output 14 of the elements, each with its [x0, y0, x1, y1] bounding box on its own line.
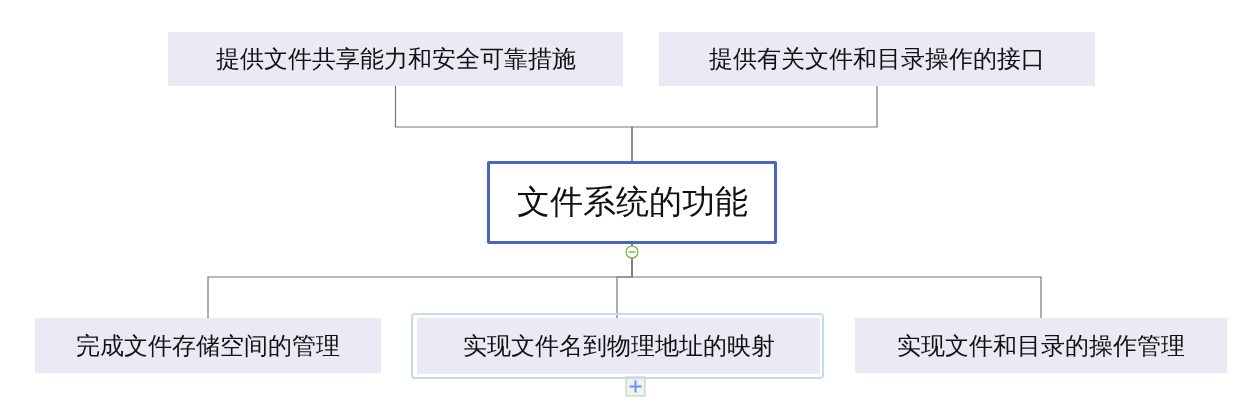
topic-text: 提供文件共享能力和安全可靠措施: [215, 44, 576, 75]
topic-text: 文件系统的功能: [516, 181, 748, 223]
topic-text: 完成文件存储空间的管理: [76, 330, 340, 362]
central-topic-box: [487, 161, 777, 244]
topic-box: [855, 318, 1227, 373]
topic-text: 实现文件名到物理地址的映射: [462, 331, 775, 362]
connector-line: [631, 85, 878, 162]
topic-box: [168, 32, 623, 86]
topic-text: 实现文件和目录的操作管理: [897, 330, 1185, 362]
topic-text: 提供有关文件和目录操作的接口: [709, 44, 1045, 75]
topic-box: [417, 318, 820, 374]
connector-line: [631, 243, 1042, 319]
topic-box: [35, 318, 381, 373]
topic-box: [659, 32, 1095, 86]
